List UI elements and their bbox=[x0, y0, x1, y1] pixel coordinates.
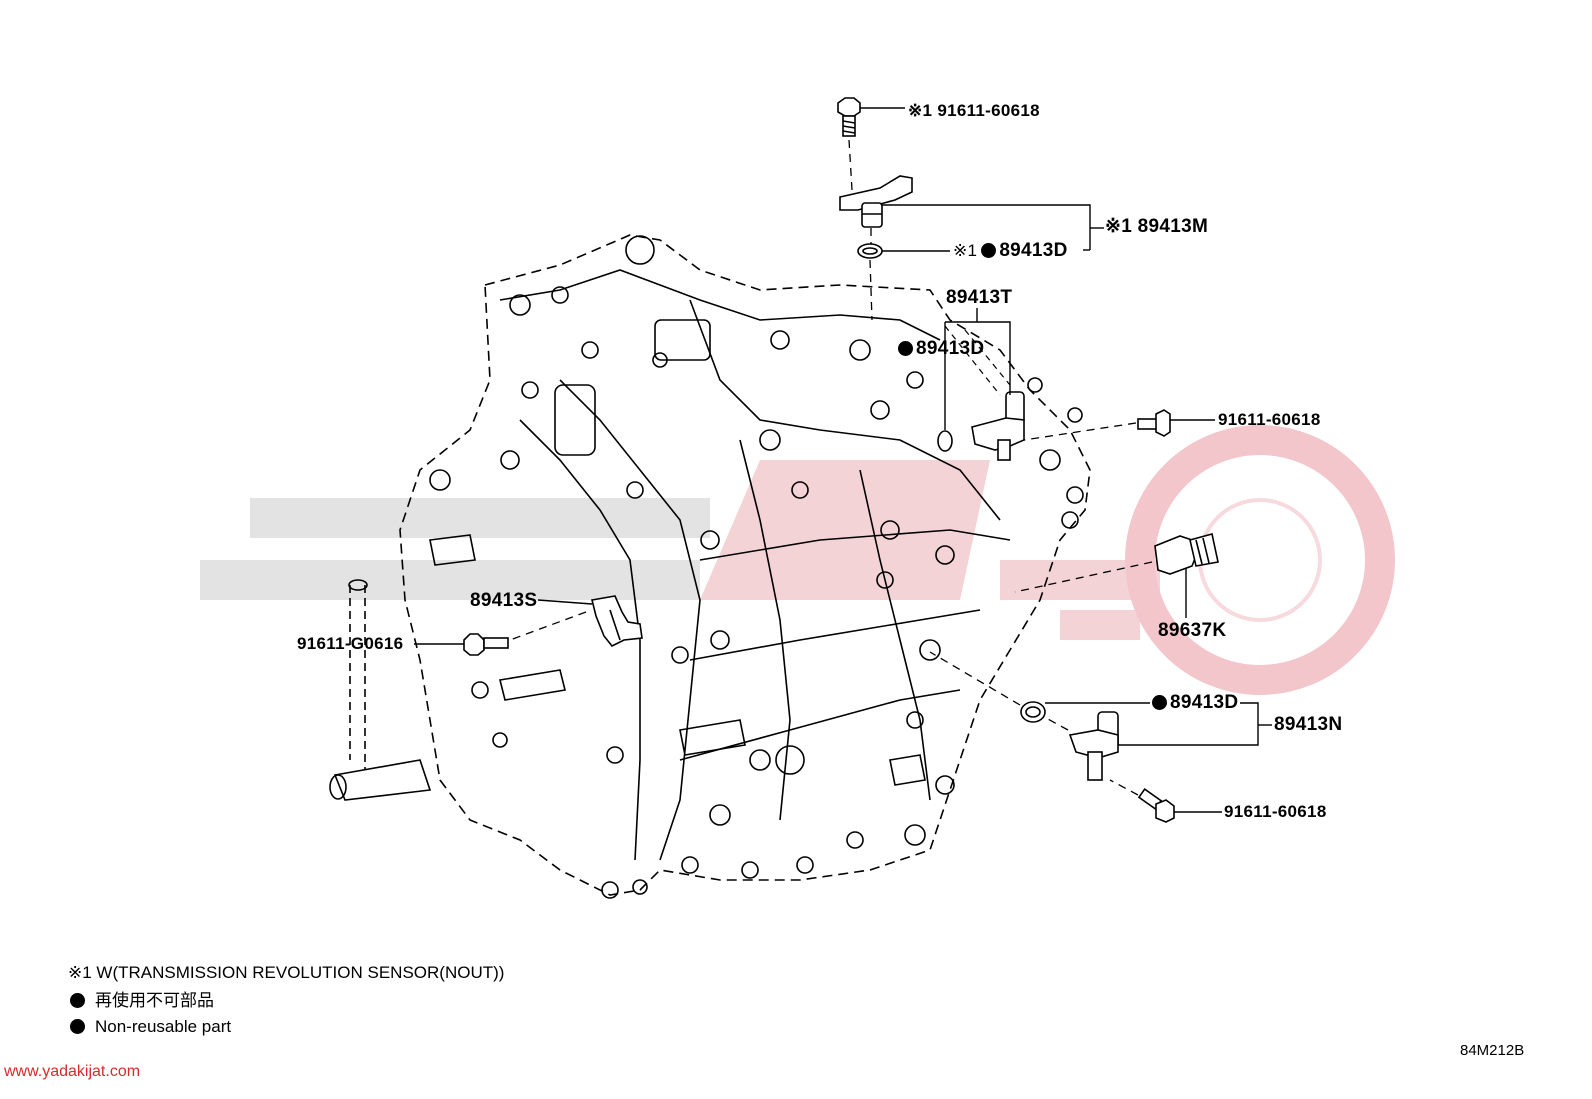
leader-lines bbox=[414, 107, 1272, 813]
bolt-bottom-icon bbox=[1137, 788, 1175, 823]
label-bolt-top: ※1 91611-60618 bbox=[908, 101, 1040, 120]
label-oring-mid-code: 89413D bbox=[916, 338, 985, 359]
sensor-k-icon bbox=[1154, 533, 1219, 575]
label-oring-top: ※1 89413D bbox=[953, 240, 1068, 262]
label-sensor-t: 89413T bbox=[946, 287, 1013, 308]
legend-jp: 再使用不可部品 bbox=[70, 991, 214, 1011]
bolt-right-mid-icon bbox=[1137, 409, 1171, 437]
bolt-top-icon bbox=[837, 97, 861, 137]
label-bolt-bottom: 91611-60618 bbox=[1224, 802, 1327, 821]
label-oring-top-prefix: ※1 bbox=[953, 241, 978, 260]
legend-en-text: Non-reusable part bbox=[95, 1017, 232, 1036]
watermark-url[interactable]: www.yadakijat.com bbox=[4, 1063, 141, 1080]
non-reusable-dot-icon bbox=[898, 341, 913, 356]
non-reusable-dot-icon bbox=[1152, 695, 1167, 710]
legend-jp-text: 再使用不可部品 bbox=[95, 991, 214, 1010]
sensor-top-icon bbox=[839, 175, 913, 228]
label-bolt-right-mid: 91611-60618 bbox=[1218, 410, 1321, 429]
non-reusable-dot-icon bbox=[981, 243, 997, 258]
label-oring-bottom-code: 89413D bbox=[1170, 692, 1239, 713]
bolt-left-icon bbox=[463, 633, 509, 656]
oring-mid-icon bbox=[937, 430, 953, 452]
sensor-n-icon bbox=[1068, 711, 1119, 781]
legend-dot-icon bbox=[70, 993, 85, 1008]
label-sensor-n: 89413N bbox=[1274, 714, 1343, 735]
oring-bottom-icon bbox=[1020, 701, 1046, 723]
assembly-lines bbox=[509, 139, 1153, 796]
legend-dot-icon bbox=[70, 1019, 85, 1034]
transmission-housing bbox=[329, 234, 1091, 899]
sensor-t-icon bbox=[971, 391, 1025, 461]
label-oring-bottom: 89413D bbox=[1152, 692, 1238, 714]
label-sensor-k: 89637K bbox=[1158, 620, 1227, 641]
legend-en: Non-reusable part bbox=[70, 1017, 231, 1037]
label-sensor-top: ※1 89413M bbox=[1105, 216, 1209, 237]
watermark-logo bbox=[200, 425, 1395, 695]
figure-code: 84M212B bbox=[1460, 1042, 1525, 1059]
footnote-1: ※1 W(TRANSMISSION REVOLUTION SENSOR(NOUT… bbox=[68, 963, 505, 982]
oring-top-icon bbox=[857, 243, 883, 259]
label-sensor-s: 89413S bbox=[470, 590, 538, 611]
label-oring-top-code: 89413D bbox=[999, 240, 1068, 261]
sensor-s-icon bbox=[591, 595, 643, 648]
sensor-t-bracket bbox=[944, 325, 1011, 396]
label-bolt-left: 91611-G0616 bbox=[297, 634, 404, 653]
label-oring-mid: 89413D bbox=[898, 338, 984, 360]
